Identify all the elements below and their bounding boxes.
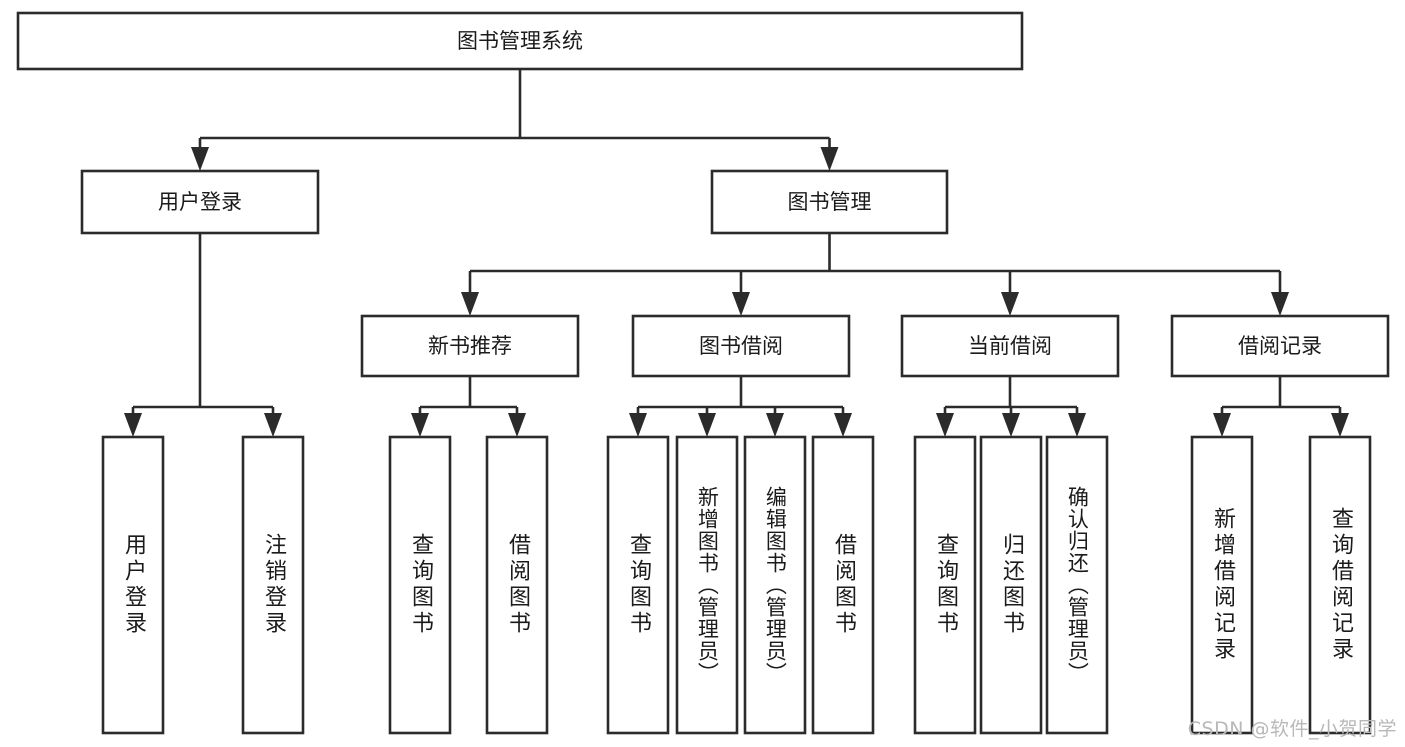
arrow-head-icon [124, 413, 142, 437]
node-box-leaf-add-book[interactable] [675, 435, 739, 735]
arrow-head-icon [820, 147, 839, 171]
arrow-head-icon [629, 413, 647, 437]
arrow-head-icon [411, 413, 429, 437]
arrow-head-icon [834, 413, 852, 437]
csdn-watermark: CSDN @软件_小贺同学 [1187, 718, 1397, 740]
arrow-head-icon [1068, 413, 1086, 437]
node-box-leaf-query-book-3[interactable] [913, 435, 977, 735]
arrow-head-icon [264, 413, 282, 437]
node-box-book-borrow[interactable] [631, 314, 851, 378]
arrow-head-icon [1331, 413, 1349, 437]
node-box-borrow-record[interactable] [1170, 314, 1390, 378]
arrow-head-icon [936, 413, 954, 437]
node-box-leaf-confirm-return[interactable] [1045, 435, 1109, 735]
node-box-book-management[interactable] [710, 169, 949, 235]
arrow-head-icon [766, 413, 784, 437]
node-box-user-login[interactable] [80, 169, 320, 235]
node-label-borrow-record: 借阅记录 [1238, 334, 1322, 358]
arrow-head-icon [508, 413, 526, 437]
node-box-leaf-logout[interactable] [241, 435, 305, 735]
node-label-book-management: 图书管理 [788, 190, 872, 214]
connectors-layer [124, 69, 1349, 437]
arrow-head-icon [1001, 292, 1019, 316]
node-box-leaf-query-book-1[interactable] [388, 435, 452, 735]
arrow-head-icon [461, 292, 479, 316]
node-box-leaf-query-book-2[interactable] [606, 435, 670, 735]
arrow-head-icon [191, 147, 209, 171]
node-label-new-book-recommend: 新书推荐 [428, 334, 512, 358]
node-box-leaf-user-login[interactable] [101, 435, 165, 735]
arrow-head-icon [1271, 292, 1289, 316]
node-box-new-book-recommend[interactable] [360, 314, 580, 378]
node-box-leaf-return-book[interactable] [979, 435, 1043, 735]
node-box-leaf-borrow-book-2[interactable] [811, 435, 875, 735]
node-box-current-borrow[interactable] [900, 314, 1120, 378]
node-box-leaf-query-record[interactable] [1308, 435, 1372, 735]
node-box-leaf-edit-book[interactable] [743, 435, 807, 735]
node-box-leaf-borrow-book-1[interactable] [485, 435, 549, 735]
node-box-root[interactable] [16, 11, 1024, 71]
node-label-current-borrow: 当前借阅 [968, 334, 1052, 358]
arrow-head-icon [1213, 413, 1231, 437]
arrow-head-icon [698, 413, 716, 437]
node-label-book-borrow: 图书借阅 [699, 334, 783, 358]
arrow-head-icon [732, 292, 750, 316]
arrow-head-icon [1002, 413, 1020, 437]
node-label-root: 图书管理系统 [457, 29, 583, 53]
node-label-user-login: 用户登录 [158, 190, 242, 214]
node-box-leaf-add-record[interactable] [1190, 435, 1254, 735]
